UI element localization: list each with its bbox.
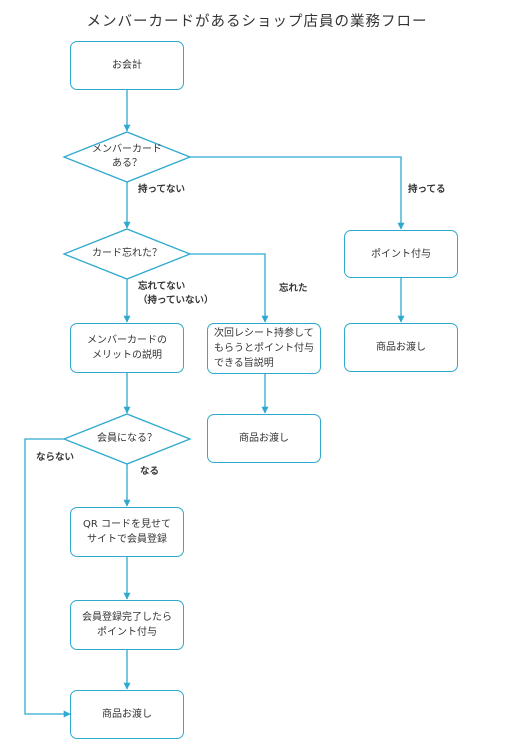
node-explain-merit: メンバーカードの メリットの説明 xyxy=(70,323,184,373)
arrow-forgot-to-next-receipt xyxy=(190,253,269,323)
decision-forgot-label: カード忘れた？ xyxy=(92,248,162,259)
edge-label-not-forgot: 忘れてない （持っていない） xyxy=(138,281,214,306)
edge-label-join-yes: なる xyxy=(140,466,160,477)
node-checkout: お会計 xyxy=(70,41,184,90)
node-qr-register: QR コードを見せて サイトで会員登録 xyxy=(70,507,184,557)
arrow-has-card-to-points xyxy=(190,156,405,230)
edge-label-no-card: 持ってない xyxy=(138,184,186,195)
edge-label-forgot: 忘れた xyxy=(279,283,308,294)
node-next-receipt: 次回レシート持参して もらうとポイント付与 できる旨説明 xyxy=(207,323,321,374)
node-handover-main: 商品お渡し xyxy=(70,690,184,739)
decision-join-label: 会員になる？ xyxy=(97,433,157,444)
node-handover-has-card: 商品お渡し xyxy=(344,323,458,372)
node-points-after-register: 会員登録完了したら ポイント付与 xyxy=(70,600,184,650)
node-points-has-card: ポイント付与 xyxy=(344,230,458,278)
node-handover-forgot: 商品お渡し xyxy=(207,414,321,463)
edge-label-join-no: ならない xyxy=(36,452,75,463)
page-title: メンバーカードがあるショップ店員の業務フロー xyxy=(86,14,428,30)
decision-has-card-label: メンバーカード ある？ xyxy=(92,144,162,169)
edge-label-has-card: 持ってる xyxy=(408,184,446,195)
arrow-join-no-to-handover xyxy=(24,438,71,718)
